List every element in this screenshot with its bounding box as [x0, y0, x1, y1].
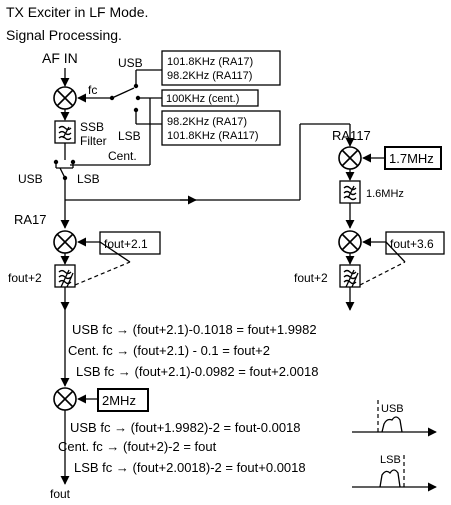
lo-fout-36-box	[385, 231, 445, 255]
lsb-carrier-line1: 98.2KHz (RA17)	[167, 116, 247, 128]
spectrum-usb	[352, 400, 437, 437]
ssb-filter-line1: SSB	[80, 120, 104, 134]
lsb-carrier-box	[161, 110, 281, 146]
lo-2mhz-label: 2MHz	[102, 393, 136, 408]
carrier-selector-switch	[109, 69, 162, 125]
sideband-switch	[53, 159, 76, 181]
lo-2mhz-box	[97, 388, 149, 412]
lo-fout-21-label: fout+2.1	[104, 237, 148, 251]
usb-carrier-line2: 98.2KHz (RA117)	[167, 70, 252, 82]
spectrum-lsb-label: LSB	[380, 454, 401, 466]
usb-carrier-box	[161, 50, 281, 86]
cent-label: Cent.	[108, 149, 137, 163]
mixer-1	[53, 86, 77, 110]
mixer-5	[53, 387, 77, 411]
cent-carrier-box	[161, 89, 259, 107]
af-in-label: AF IN	[42, 50, 78, 66]
lo-fout-36-label: fout+3.6	[390, 237, 434, 251]
ra17-label: RA17	[14, 212, 47, 227]
cent-carrier-label: 100KHz (cent.)	[166, 93, 239, 105]
fout-output-label: fout	[50, 487, 71, 501]
mixer-4	[338, 230, 362, 254]
switch-usb-top: USB	[118, 56, 143, 70]
lo-36-to-filter-line	[385, 241, 406, 263]
tracking-dashed-right	[359, 261, 406, 286]
title-line2: Signal Processing.	[6, 27, 122, 43]
usb-carrier-line1: 101.8KHz (RA17)	[167, 56, 253, 68]
filter-16mhz-label: 1.6MHz	[366, 188, 404, 200]
equation-cent-2: Cent. fc → (fout+2)-2 = fout	[58, 439, 217, 454]
filter-right-icon	[339, 264, 361, 288]
ra117-label: RA117	[332, 128, 371, 143]
equation-cent-1: Cent. fc → (fout+2.1) - 0.1 = fout+2	[68, 343, 270, 358]
ssb-filter-line2: Filter	[80, 134, 107, 148]
filter-left-icon	[54, 264, 76, 288]
switch-usb-label: USB	[18, 172, 43, 186]
equation-lsb-1: LSB fc → (fout+2.1)-0.0982 = fout+2.0018	[76, 364, 318, 379]
ssb-filter-icon	[54, 120, 76, 144]
tracking-dashed-left	[74, 261, 131, 286]
mixer-3	[338, 146, 362, 170]
lsb-carrier-line2: 101.8KHz (RA117)	[167, 130, 259, 142]
spectrum-usb-label: USB	[381, 403, 404, 415]
lo-21-to-filter-line	[99, 241, 131, 263]
fout-plus2-left: fout+2	[8, 271, 42, 285]
fout-plus2-right: fout+2	[294, 271, 328, 285]
lo-fout-21-box	[99, 231, 161, 255]
fc-label: fc	[88, 83, 97, 97]
switch-lsb-label: LSB	[77, 172, 100, 186]
title-line1: TX Exciter in LF Mode.	[6, 4, 148, 20]
equation-lsb-2: LSB fc → (fout+2.0018)-2 = fout+0.0018	[74, 460, 306, 475]
filter-16mhz-icon	[339, 180, 361, 204]
lo-17mhz-label: 1.7MHz	[389, 151, 434, 166]
equation-usb-2: USB fc → (fout+1.9982)-2 = fout-0.0018	[70, 420, 301, 435]
switch-lsb-top: LSB	[118, 129, 141, 143]
equation-usb-1: USB fc → (fout+2.1)-0.1018 = fout+1.9982	[72, 322, 317, 337]
spectrum-lsb	[352, 455, 437, 492]
mixer-2	[53, 230, 77, 254]
